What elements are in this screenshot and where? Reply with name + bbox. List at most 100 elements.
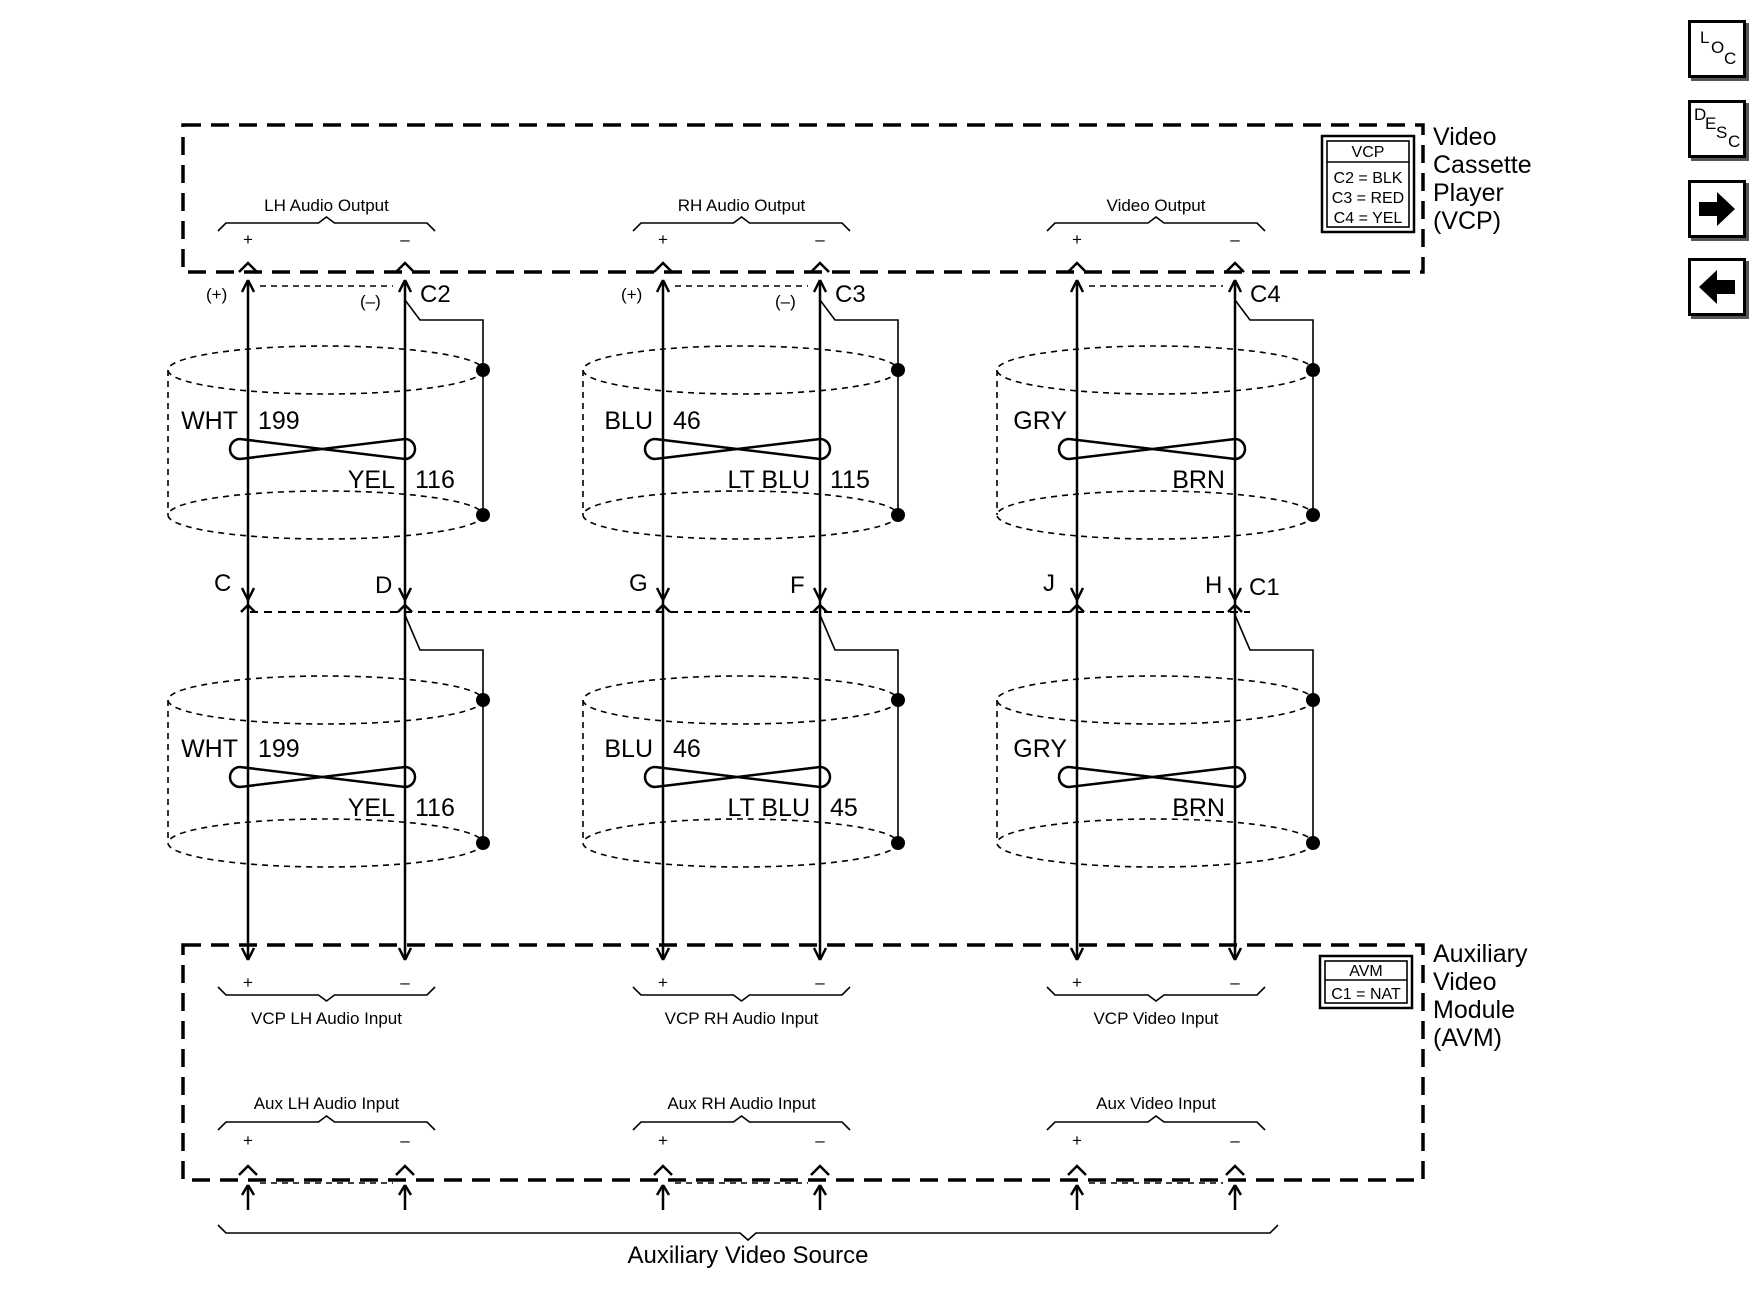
wire-color: YEL (348, 794, 395, 822)
vcp-plus-sign: + (1072, 230, 1082, 249)
twist-loop (819, 765, 832, 789)
vcp-terminal (1067, 261, 1087, 273)
aux-group-label: Aux RH Audio Input (667, 1094, 816, 1113)
twist-loop (819, 437, 832, 461)
twist-loop (1234, 437, 1247, 461)
arrow-up-mark (1069, 279, 1085, 293)
wire-color: GRY (1013, 407, 1067, 435)
arrow-up-mark (240, 279, 256, 293)
aux-group-label: Aux LH Audio Input (254, 1094, 400, 1113)
pin-letter: F (790, 572, 805, 599)
aux-arrow (1069, 1184, 1085, 1196)
twist-loop (404, 765, 417, 789)
connector-caret (240, 603, 256, 613)
vcp-terminal (810, 261, 830, 273)
shield-bottom (996, 490, 1314, 540)
vcp-key-title: VCP (1352, 144, 1385, 161)
aux-group-bracket (217, 1115, 436, 1131)
shield-top (996, 345, 1314, 395)
connector-arrow (397, 587, 413, 601)
aux-minus-sign: – (815, 1131, 825, 1150)
aux-group-label: Aux Video Input (1096, 1094, 1216, 1113)
avm-name-line: Module (1433, 996, 1515, 1024)
arrow-down-mark (1069, 947, 1085, 961)
avm-group-label: VCP Video Input (1093, 1009, 1218, 1028)
shield-node (891, 508, 905, 522)
twist-loop (228, 765, 241, 789)
shield-bottom (167, 490, 484, 540)
shield-node (1306, 508, 1320, 522)
drain-lead (819, 614, 899, 700)
pin-letter: H (1205, 572, 1222, 599)
vcp-connector-key: VCP C2 = BLK C3 = RED C4 = YEL (1320, 134, 1416, 234)
wire-color: BLU (604, 407, 653, 435)
arrow-down-mark (812, 947, 828, 961)
aux-source-bracket (217, 1224, 1279, 1242)
twist-cross (654, 437, 821, 461)
avm-boundary (181, 943, 1425, 1182)
vcp-group-bracket (1046, 216, 1266, 232)
pin-letter: D (375, 572, 392, 599)
shield-top (996, 675, 1314, 725)
vcp-group-label: LH Audio Output (264, 196, 389, 215)
circuit-number: 199 (258, 407, 300, 435)
aux-terminal (653, 1164, 673, 1176)
vcp-terminal (395, 261, 415, 273)
vcp-label: Video Cassette Player (VCP) (1433, 123, 1532, 235)
vcp-connector-id: C3 (835, 281, 866, 308)
avm-group-label: VCP LH Audio Input (251, 1009, 402, 1028)
vcp-group-bracket (217, 216, 436, 232)
avm-name-line: Video (1433, 968, 1497, 996)
pin-letter: J (1043, 570, 1055, 597)
connector-arrow (240, 587, 256, 601)
avm-group-bracket (1046, 986, 1266, 1002)
desc-button[interactable]: D E S C (1688, 100, 1746, 158)
next-page-button[interactable] (1688, 180, 1746, 238)
drain-lead (1234, 614, 1314, 700)
drain-lead (819, 299, 899, 370)
avm-group-label: VCP RH Audio Input (665, 1009, 819, 1028)
pin-letter: G (629, 570, 648, 597)
aux-group-bracket (632, 1115, 851, 1131)
arrow-up-mark (1227, 279, 1243, 293)
connector-arrow (1069, 587, 1085, 601)
vcp-plus-sign: + (243, 230, 253, 249)
aux-terminal (238, 1164, 258, 1176)
shield-bottom (582, 490, 899, 540)
aux-arrow (240, 1184, 256, 1196)
shield-top (167, 675, 484, 725)
vcp-minus-sign: – (815, 230, 825, 249)
avm-minus-sign: – (815, 973, 825, 992)
vcp-name-line: Player (1433, 179, 1504, 207)
loc-letter: C (1724, 49, 1737, 68)
avm-key-title: AVM (1349, 963, 1382, 980)
loc-button[interactable]: L O C (1688, 20, 1746, 78)
wire-color: LT BLU (728, 794, 810, 822)
loc-letter: L (1700, 28, 1710, 47)
vcp-terminal (238, 261, 258, 273)
connector-arrow (812, 587, 828, 601)
desc-letter: S (1716, 123, 1728, 142)
arrow-up-mark (397, 279, 413, 293)
drain-lead (1234, 299, 1314, 370)
shield-top (582, 345, 899, 395)
avm-connector-id: C1 (1249, 574, 1280, 601)
circuit-number: 45 (830, 794, 858, 822)
avm-plus-sign: + (1072, 973, 1082, 992)
aux-terminal (810, 1164, 830, 1176)
vcp-group-label: RH Audio Output (678, 196, 806, 215)
aux-arrow (397, 1184, 413, 1196)
vcp-connector-id: C4 (1250, 281, 1281, 308)
arrow-down-mark (655, 947, 671, 961)
connector-caret (1227, 603, 1243, 613)
vcp-name-line: (VCP) (1433, 207, 1501, 235)
avm-key-row: C1 = NAT (1331, 986, 1401, 1003)
desc-letter: E (1705, 114, 1717, 133)
aux-plus-sign: + (243, 1131, 253, 1150)
twist-loop (1057, 437, 1070, 461)
loc-letter: O (1711, 38, 1725, 57)
shield-node (1306, 836, 1320, 850)
polarity-minus: (–) (775, 292, 796, 311)
previous-page-button[interactable] (1688, 258, 1746, 316)
